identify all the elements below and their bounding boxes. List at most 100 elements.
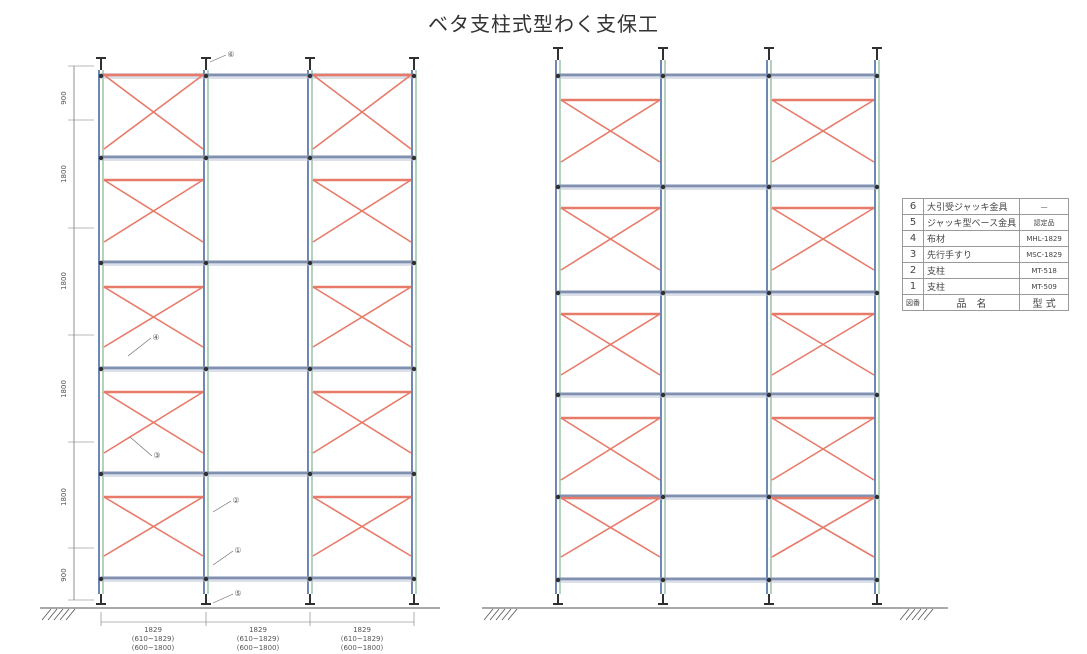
legend-row: 1 支柱 MT-509 — [902, 278, 1070, 295]
legend-name: 支柱 — [922, 262, 1021, 279]
legend-no: 1 — [902, 278, 924, 295]
legend-header-name: 品 名 — [922, 294, 1021, 311]
cross-brace — [312, 496, 412, 557]
joint — [766, 290, 772, 296]
joint — [203, 366, 209, 372]
joint — [660, 184, 666, 190]
callout-1: ① — [234, 546, 241, 555]
legend-no: 4 — [902, 230, 924, 247]
callout-6: ⑥ — [227, 50, 234, 59]
callout-4: ④ — [152, 333, 159, 342]
joint — [766, 577, 772, 583]
cross-brace — [560, 207, 661, 271]
cross-brace — [312, 286, 412, 348]
callout-5: ⑤ — [234, 589, 241, 598]
right-elevation — [553, 47, 882, 605]
legend-model: MHL-1829 — [1019, 230, 1070, 247]
callout-3: ③ — [153, 451, 160, 460]
ground-hatch — [495, 608, 506, 621]
dim-horizontal-1-range1: (610~1829) — [132, 635, 175, 643]
ground-hatch — [483, 608, 494, 621]
joint — [307, 366, 313, 372]
joint — [203, 260, 209, 266]
cross-brace — [771, 207, 875, 271]
parts-legend-table: 6 大引受ジャッキ金具 — 5 ジャッキ型ベース金具 認定品 4 布材 MHL-… — [902, 198, 1070, 311]
dim-horizontal-2-range1: (610~1829) — [237, 635, 280, 643]
dim-horizontal-2-range2: (600~1800) — [237, 644, 280, 652]
callout-leader — [212, 593, 234, 604]
ground-hatch — [507, 608, 518, 621]
ground-hatch — [65, 608, 76, 621]
legend-name: 布材 — [922, 230, 1021, 247]
legend-no: 6 — [902, 198, 924, 215]
dim-vertical-4: 1800 — [60, 272, 68, 290]
ground-hatch — [917, 608, 928, 621]
joint — [874, 73, 880, 79]
legend-no: 5 — [902, 214, 924, 231]
legend-name: ジャッキ型ベース金具 — [922, 214, 1021, 231]
legend-model: 認定品 — [1019, 214, 1070, 231]
joint — [307, 260, 313, 266]
legend-no: 2 — [902, 262, 924, 279]
legend-row: 3 先行手すり MSC-1829 — [902, 246, 1070, 263]
callout-leader — [127, 337, 152, 357]
legend-name: 大引受ジャッキ金具 — [922, 198, 1021, 215]
ground-hatch — [905, 608, 916, 621]
joint — [203, 471, 209, 477]
ground-hatch — [489, 608, 500, 621]
joint — [411, 73, 417, 79]
joint — [555, 392, 561, 398]
joint — [98, 576, 104, 582]
joint — [98, 155, 104, 161]
joint — [98, 366, 104, 372]
joint — [766, 184, 772, 190]
joint — [874, 577, 880, 583]
joint — [874, 392, 880, 398]
legend-row: 4 布材 MHL-1829 — [902, 230, 1070, 247]
joint — [766, 494, 772, 500]
dim-vertical-1: 900 — [60, 568, 68, 581]
cross-brace — [771, 313, 875, 376]
legend-header-model: 型 式 — [1019, 294, 1070, 311]
joint — [98, 73, 104, 79]
legend-header-row: 図番 品 名 型 式 — [902, 294, 1070, 311]
joint — [411, 260, 417, 266]
cross-brace — [771, 99, 875, 163]
cross-brace — [771, 417, 875, 481]
joint — [411, 366, 417, 372]
joint — [555, 577, 561, 583]
legend-model: MT-509 — [1019, 278, 1070, 295]
cross-brace — [103, 496, 204, 557]
callout-leader — [212, 550, 234, 566]
cross-brace — [312, 391, 412, 454]
callouts: ⑥ ④ ③ ② ① ⑤ — [127, 50, 242, 604]
cross-brace — [560, 497, 661, 558]
callout-leader — [212, 500, 232, 513]
joint — [555, 73, 561, 79]
joint — [555, 494, 561, 500]
legend-row: 6 大引受ジャッキ金具 — — [902, 198, 1070, 215]
ground-hatch — [59, 608, 70, 621]
joint — [555, 184, 561, 190]
callout-leader — [129, 436, 153, 457]
legend-model: MT-518 — [1019, 262, 1070, 279]
ground-hatch — [47, 608, 58, 621]
dimension-lines: 900 1800 1800 1800 1800 900 1829 (610~18… — [60, 65, 415, 652]
dim-horizontal-3-main: 1829 — [353, 626, 371, 634]
ground-hatch — [41, 608, 52, 621]
callout-leader — [209, 54, 227, 63]
dim-vertical-5: 1800 — [60, 165, 68, 183]
joint — [874, 494, 880, 500]
joint — [307, 576, 313, 582]
joint — [411, 155, 417, 161]
joint — [660, 392, 666, 398]
dim-vertical-6: 900 — [60, 91, 68, 104]
ground-hatch — [501, 608, 512, 621]
dim-vertical-2: 1800 — [60, 488, 68, 506]
cross-brace — [312, 179, 412, 243]
legend-row: 2 支柱 MT-518 — [902, 262, 1070, 279]
dim-horizontal-2-main: 1829 — [249, 626, 267, 634]
legend-no: 3 — [902, 246, 924, 263]
legend-model: MSC-1829 — [1019, 246, 1070, 263]
